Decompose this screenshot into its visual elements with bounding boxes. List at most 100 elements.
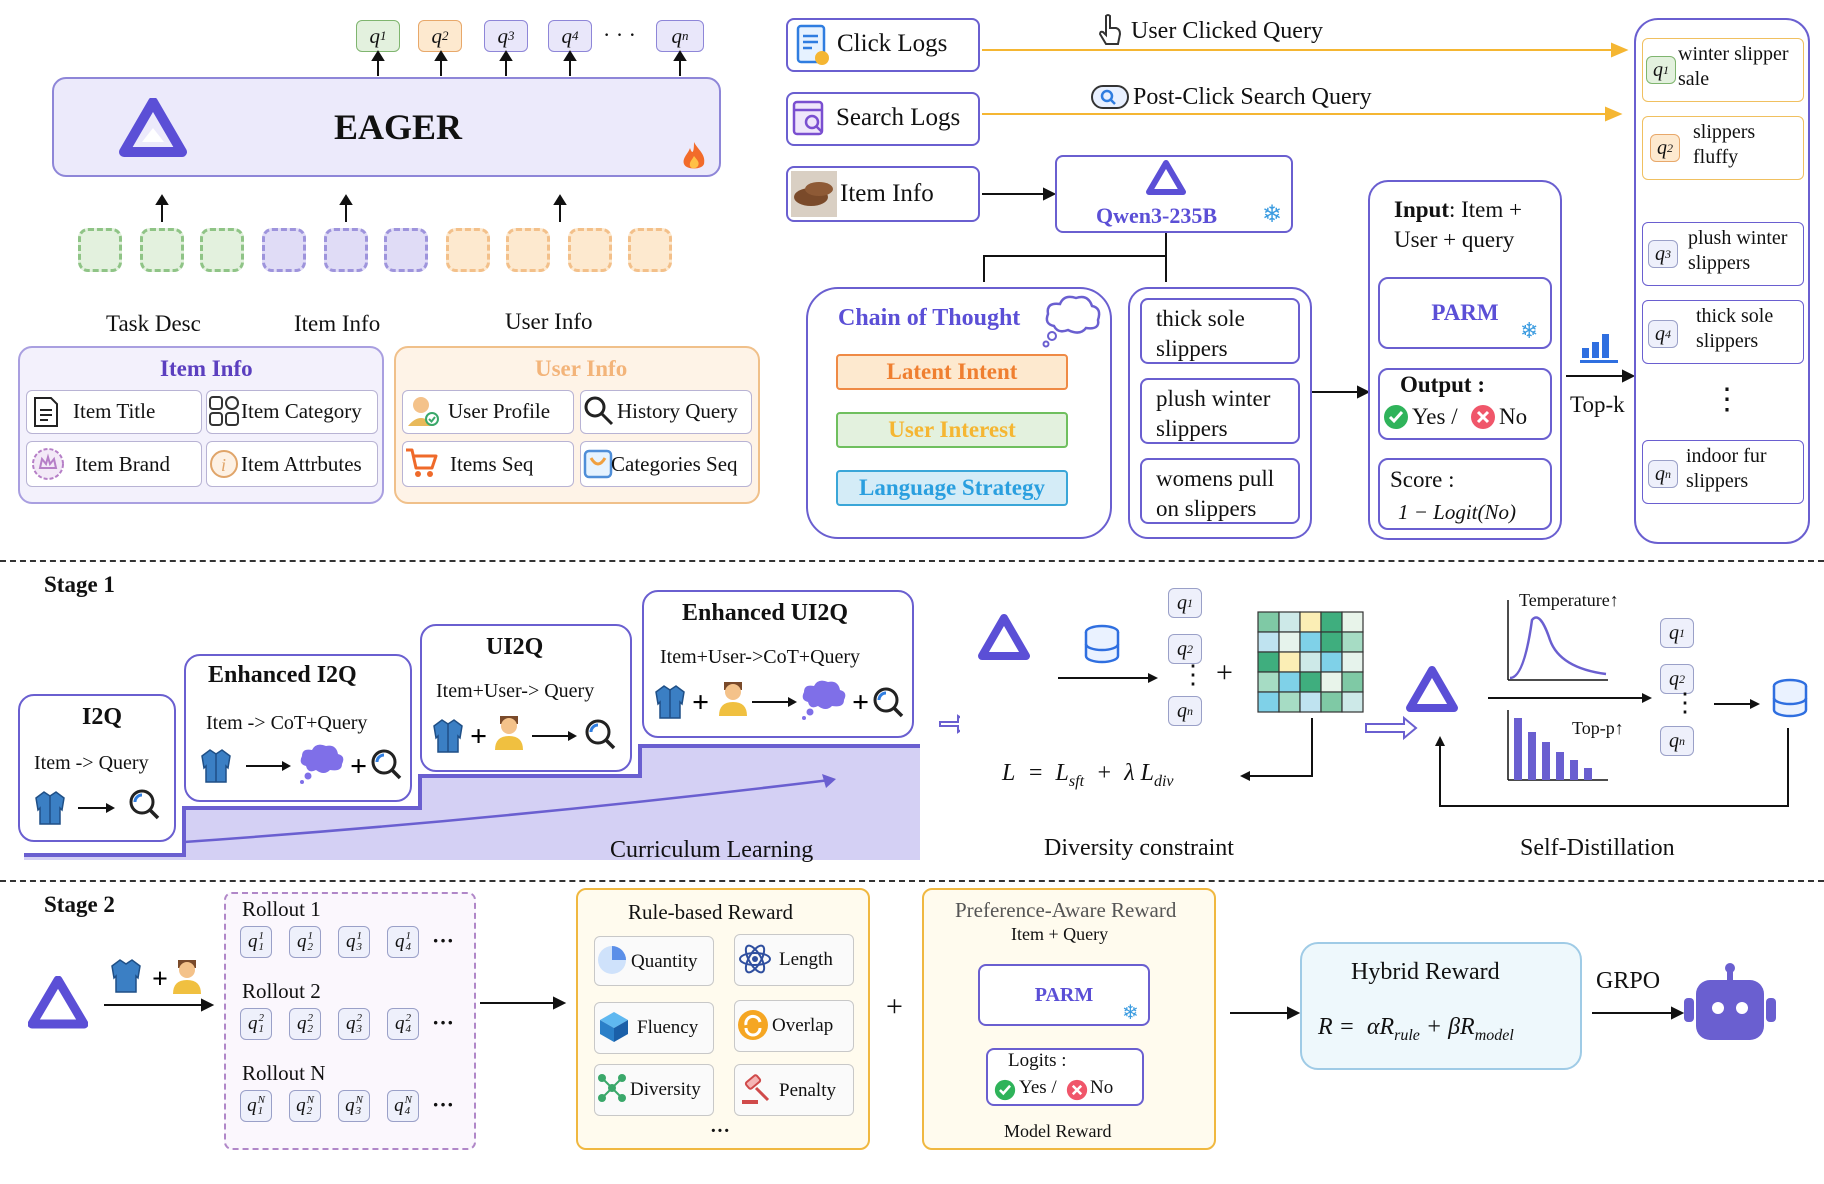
bar-chart-icon	[1580, 334, 1618, 363]
heatmap-cell	[1299, 611, 1322, 633]
brand-badge-icon	[32, 448, 64, 480]
result-3	[1642, 222, 1804, 286]
self-distill-diagram	[1365, 600, 1808, 807]
task-token-1	[78, 228, 122, 272]
parm-scoring-box	[1368, 180, 1562, 540]
step-ui2q-desc: Item+User-> Query	[436, 680, 595, 702]
pref-no: No	[1090, 1077, 1114, 1098]
pref-logits-label: Logits :	[1008, 1050, 1067, 1071]
click-logs-label: Click Logs	[837, 30, 948, 57]
div-plus: +	[1216, 656, 1233, 689]
history-query-chip	[580, 390, 752, 434]
user-profile-icon	[408, 397, 439, 426]
svg-text:+: +	[692, 686, 709, 719]
check-icon	[1384, 405, 1408, 429]
rollout-ellipsis: ···	[432, 928, 455, 953]
rule-overlap-label: Overlap	[772, 1015, 834, 1036]
result-n	[1642, 440, 1804, 504]
cot-user-interest: User Interest	[836, 412, 1068, 448]
pointer-hand-icon	[1098, 14, 1122, 45]
step-i2q-title: I2Q	[82, 704, 123, 730]
rule-length-label: Length	[779, 949, 833, 970]
eager-title: EAGER	[334, 107, 463, 147]
heatmap-cell	[1320, 671, 1343, 693]
topk-label: Top-k	[1570, 392, 1625, 417]
cot-language-strategy: Language Strategy	[836, 470, 1068, 506]
candidate-2: plush winter slippers	[1140, 378, 1300, 444]
parm-input-text: User + query	[1394, 227, 1515, 252]
output-dots: · · ·	[603, 22, 636, 47]
snowflake-icon: ❄	[1262, 202, 1283, 228]
item-title-label: Item Title	[73, 399, 156, 423]
heatmap-cell	[1257, 691, 1280, 713]
top-p-label: Top-p↑	[1572, 718, 1624, 738]
pref-reward-title: Preference-Aware Reward	[955, 898, 1177, 922]
stage-separator-2	[0, 880, 1824, 882]
hybrid-reward-formula: R = αRrule + βRmodel	[1318, 1014, 1514, 1044]
svg-text:+: +	[852, 686, 869, 719]
heatmap-cell	[1299, 631, 1322, 653]
label-item-info: Item Info	[294, 311, 381, 336]
pref-snowflake-icon: ❄	[1122, 1002, 1139, 1024]
step-enhanced-ui2q	[642, 590, 914, 738]
item-attributes-label: Item Attrbutes	[241, 452, 362, 476]
svg-text:+: +	[350, 750, 367, 783]
document-icon	[34, 397, 58, 427]
gavel-icon	[742, 1074, 770, 1104]
categories-seq-label: Categories Seq	[611, 452, 738, 476]
temperature-label: Temperature↑	[1519, 590, 1619, 610]
diversity-heatmap	[1257, 611, 1364, 713]
stage-separator-1	[0, 560, 1824, 562]
post-click-query-label: Post-Click Search Query	[1133, 84, 1372, 110]
self-distill-label: Self-Distillation	[1520, 835, 1675, 861]
item-brand-label: Item Brand	[75, 452, 171, 476]
heatmap-cell	[1257, 611, 1280, 633]
heatmap-cell	[1257, 651, 1280, 673]
heatmap-cell	[1278, 651, 1301, 673]
user-token-2	[506, 228, 550, 272]
curriculum-label: Curriculum Learning	[610, 837, 814, 863]
diversity-label: Diversity constraint	[1044, 835, 1234, 861]
parm-yes: Yes /	[1412, 404, 1458, 429]
parm-score-label: Score :	[1390, 467, 1455, 492]
result-n-text: indoor fur slippers	[1686, 445, 1767, 492]
rollouts-plus: +	[886, 990, 903, 1023]
task-token-2	[140, 228, 184, 272]
rule-fluency-label: Fluency	[637, 1017, 699, 1038]
atom-icon	[739, 944, 771, 974]
heatmap-cell	[1341, 691, 1364, 713]
cross-icon	[1471, 405, 1495, 429]
hybrid-reward-title: Hybrid Reward	[1351, 959, 1500, 985]
parm-score-formula: 1 − Logit(No)	[1398, 500, 1517, 524]
user-info-panel-title: User Info	[535, 356, 628, 381]
search-logs-icon	[792, 100, 824, 136]
heatmap-cell	[1299, 651, 1322, 673]
search-icon	[584, 396, 614, 426]
heatmap-cell	[1278, 611, 1301, 633]
step-ui2q-title: UI2Q	[486, 634, 544, 660]
svg-text:+: +	[152, 964, 168, 995]
grpo-label: GRPO	[1596, 968, 1661, 994]
slipper-image-icon	[791, 171, 837, 217]
step-enhanced-ui2q-desc: Item+User->CoT+Query	[660, 646, 861, 668]
heatmap-cell	[1320, 691, 1343, 713]
user-profile-chip	[402, 390, 574, 434]
fire-icon	[683, 142, 705, 169]
heatmap-cell	[1278, 631, 1301, 653]
diversity-diagram	[978, 614, 1313, 781]
history-query-label: History Query	[617, 399, 738, 423]
pref-check-icon	[994, 1079, 1016, 1101]
rule-quantity-label: Quantity	[631, 951, 698, 972]
